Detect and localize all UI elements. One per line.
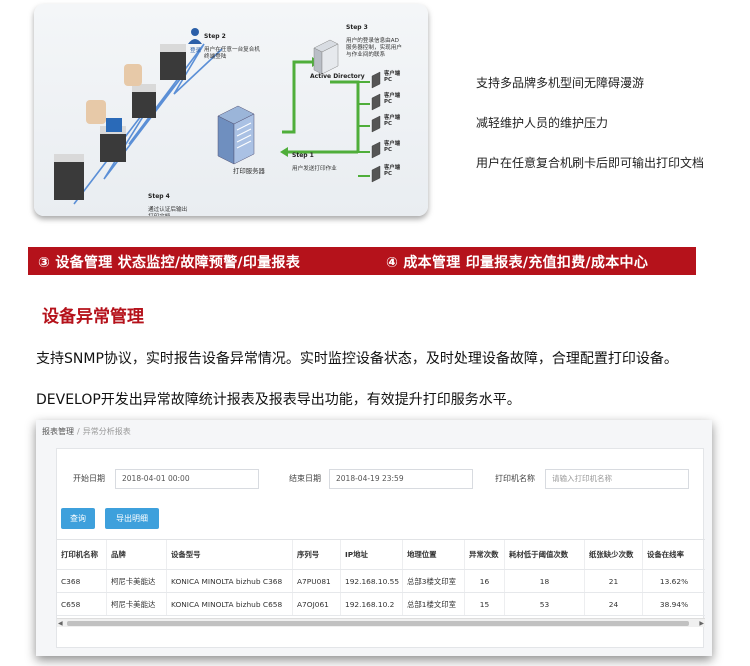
table-cell: 柯尼卡美能达: [107, 593, 167, 615]
table-cell: 21: [585, 570, 643, 592]
diagram-graphics: [54, 28, 381, 205]
ad-server-icon: [313, 39, 339, 75]
table-cell: 总部1楼文印室: [403, 593, 465, 615]
feature-item: 支持多品牌多机型间无障碍漫游: [476, 76, 645, 90]
table-cell: 15: [465, 593, 505, 615]
step3-text: Step 3 用户的登录信息由AD 服务器控制，实现用户 与作业间的联系: [346, 24, 402, 58]
start-date-label: 开始日期: [73, 474, 105, 483]
table-row[interactable]: C368 柯尼卡美能达 KONICA MINOLTA bizhub C368 A…: [57, 570, 705, 593]
breadcrumb-current: 异常分析报表: [82, 427, 131, 436]
column-header[interactable]: 异常次数: [465, 540, 505, 569]
table-cell: C658: [57, 593, 107, 615]
export-details-button[interactable]: 导出明细: [105, 508, 159, 529]
pc-label: 客户端 PC: [384, 141, 401, 153]
pc-label: 客户端 PC: [384, 165, 401, 177]
auth-print-diagram: Step 2 用户在任意一台复合机 终端登陆 Step 3 用户的登录信息由AD…: [34, 4, 428, 216]
column-header[interactable]: 设备型号: [167, 540, 293, 569]
table-cell: 18: [505, 570, 585, 592]
report-table: 打印机名称 品牌 设备型号 序列号 IP地址 地理位置 异常次数 耗材低于阈值次…: [57, 539, 705, 616]
pc-label: 客户端 PC: [384, 93, 401, 105]
banner-cost-management: ④ 成本管理 印量报表/充值扣费/成本中心: [386, 255, 649, 271]
banner-device-management: ③ 设备管理 状态监控/故障预警/印量报表: [38, 255, 301, 271]
table-cell: A7PU081: [293, 570, 341, 592]
column-header[interactable]: 设备在线率: [647, 550, 684, 559]
column-header[interactable]: 地理位置: [403, 540, 465, 569]
table-cell: 13.62%: [659, 576, 689, 586]
table-header: 打印机名称 品牌 设备型号 序列号 IP地址 地理位置 异常次数 耗材低于阈值次…: [57, 540, 705, 570]
table-cell: 总部3楼文印室: [403, 570, 465, 592]
description-paragraph: DEVELOP开发出异常故障统计报表及报表导出功能，有效提升打印服务水平。: [36, 392, 521, 408]
table-cell: 16: [465, 570, 505, 592]
breadcrumb-separator: /: [77, 427, 80, 436]
horizontal-scrollbar[interactable]: ◀ ▶: [57, 618, 705, 627]
scrollbar-thumb[interactable]: [67, 621, 689, 626]
description-paragraph: 支持SNMP协议，实时报告设备异常情况。实时监控设备状态，及时处理设备故障，合理…: [36, 351, 678, 367]
scroll-right-arrow-icon[interactable]: ▶: [699, 620, 704, 627]
printer-name-label: 打印机名称: [495, 474, 535, 483]
pc-label: 客户端 PC: [384, 71, 401, 83]
start-date-input[interactable]: 2018-04-01 00:00: [115, 469, 259, 489]
column-header[interactable]: 打印机名称: [57, 540, 107, 569]
arrow-ad-to-pc: [330, 80, 360, 152]
table-cell: 192.168.10.55: [341, 570, 403, 592]
feature-item: 减轻维护人员的维护压力: [476, 116, 609, 130]
step1-text: Step 1 用户发送打印作业: [292, 152, 337, 172]
section-banner: ③ 设备管理 状态监控/故障预警/印量报表 ④ 成本管理 印量报表/充值扣费/成…: [28, 247, 696, 275]
section-title: 设备异常管理: [42, 307, 144, 327]
print-server-icon: [217, 105, 255, 165]
breadcrumb-item[interactable]: 报表管理: [42, 427, 74, 436]
query-button[interactable]: 查询: [61, 508, 95, 529]
column-header[interactable]: 品牌: [107, 540, 167, 569]
table-cell: KONICA MINOLTA bizhub C658: [167, 593, 293, 615]
print-server-label: 打印服务器: [233, 167, 265, 175]
table-cell: KONICA MINOLTA bizhub C368: [167, 570, 293, 592]
user-icon: [188, 28, 202, 44]
table-row[interactable]: C658 柯尼卡美能达 KONICA MINOLTA bizhub C658 A…: [57, 593, 705, 616]
table-cell: 24: [585, 593, 643, 615]
column-header[interactable]: 纸张缺少次数: [585, 540, 643, 569]
exception-report-screenshot: 报表管理/异常分析报表 开始日期 2018-04-01 00:00 结束日期 2…: [36, 420, 712, 656]
report-panel: 开始日期 2018-04-01 00:00 结束日期 2018-04-19 23…: [56, 448, 705, 648]
breadcrumb: 报表管理/异常分析报表: [42, 426, 131, 437]
table-cell: 柯尼卡美能达: [107, 570, 167, 592]
column-header[interactable]: IP地址: [341, 540, 403, 569]
ad-label: Active Directory: [310, 73, 365, 80]
pc-label: 客户端 PC: [384, 115, 401, 127]
step4-text: Step 4 通过认证后输出 打印文档: [148, 193, 188, 216]
table-cell: 38.94%: [659, 599, 689, 609]
end-date-input[interactable]: 2018-04-19 23:59: [329, 469, 473, 489]
table-cell: A7OJ061: [293, 593, 341, 615]
step2-text: Step 2 用户在任意一台复合机 终端登陆: [204, 33, 260, 60]
table-cell: 192.168.10.2: [341, 593, 403, 615]
laptop-icons: [371, 71, 381, 183]
printer-name-input[interactable]: 请输入打印机名称: [545, 469, 689, 489]
column-header[interactable]: 序列号: [293, 540, 341, 569]
login-label: 登录: [190, 48, 202, 54]
table-cell: C368: [57, 570, 107, 592]
arrow-to-ad: [282, 60, 312, 134]
mfp-printer-icons: [54, 44, 186, 200]
scroll-left-arrow-icon[interactable]: ◀: [58, 620, 63, 627]
end-date-label: 结束日期: [289, 474, 321, 483]
feature-list: 支持多品牌多机型间无障碍漫游 减轻维护人员的维护压力 用户在任意复合机刷卡后即可…: [476, 74, 704, 194]
table-cell: 53: [505, 593, 585, 615]
column-header[interactable]: 耗材低于阈值次数: [505, 540, 585, 569]
feature-item: 用户在任意复合机刷卡后即可输出打印文档: [476, 156, 705, 170]
